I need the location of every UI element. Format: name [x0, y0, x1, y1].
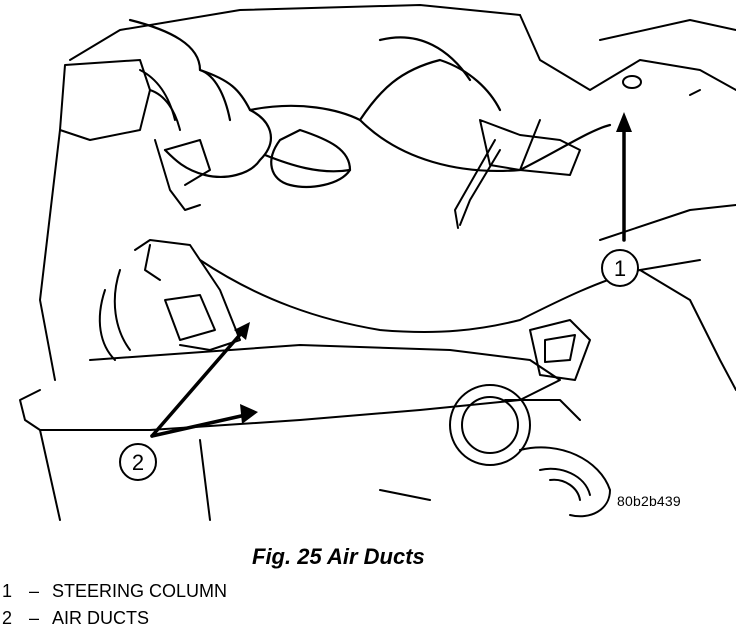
legend-item-air-ducts: 2–AIR DUCTS	[2, 605, 227, 632]
figure-code: 80b2b439	[617, 493, 681, 509]
callout-arrow-1	[616, 112, 632, 242]
callout-badge-2: 2	[119, 443, 157, 481]
callout-number-2: 2	[132, 450, 144, 475]
callout-badge-1: 1	[601, 249, 639, 287]
dash-upper-panel	[69, 4, 736, 96]
legend-separator: –	[28, 608, 39, 628]
figure-caption: Fig. 25 Air Ducts	[252, 544, 425, 569]
legend-label: AIR DUCTS	[52, 608, 150, 628]
legend-separator: –	[28, 581, 39, 601]
callout-arrow-2	[150, 322, 258, 438]
callout-legend: 1–STEERING COLUMN 2–AIR DUCTS	[2, 578, 227, 632]
legend-number: 2	[2, 608, 13, 628]
air-duct-outline	[19, 204, 736, 431]
legend-number: 1	[2, 581, 13, 601]
legend-item-steering-column: 1–STEERING COLUMN	[2, 578, 227, 605]
steering-column-mechanism	[454, 119, 581, 229]
lower-round-vent	[39, 384, 611, 521]
wiring-harness-lower	[98, 239, 241, 361]
hands	[128, 18, 612, 188]
legend-label: STEERING COLUMN	[52, 581, 228, 601]
callout-number-1: 1	[614, 256, 626, 281]
air-ducts-illustration: 1 2	[19, 4, 736, 521]
wiring-harness-left	[39, 59, 211, 381]
